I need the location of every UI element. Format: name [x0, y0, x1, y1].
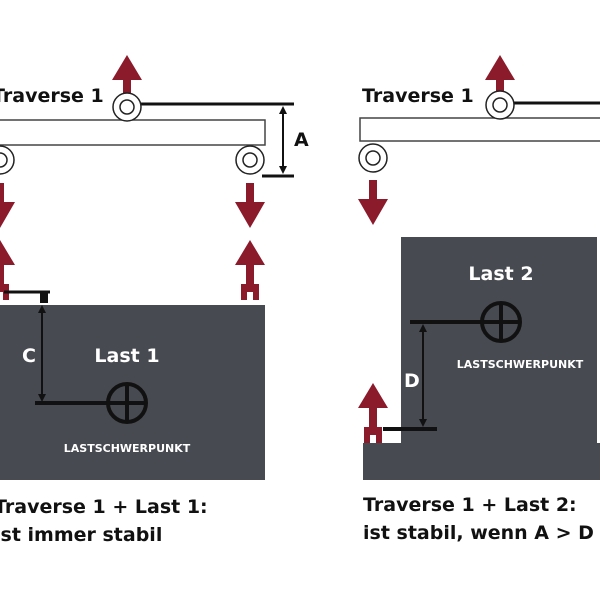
dimension-a-label: A [294, 129, 309, 151]
center-of-gravity-icon [106, 382, 148, 424]
load-2-base [363, 443, 600, 480]
left-scenario: A C Last 1 LASTSCHWERPUNKT Traverse 1 Tr… [0, 55, 309, 546]
load-1-label: Last 1 [94, 345, 159, 367]
center-of-gravity-icon [480, 301, 522, 343]
caption-line-1: Traverse 1 + Last 2: [363, 494, 577, 516]
hook-arrow [358, 383, 388, 443]
lift-force-arrow [112, 55, 142, 97]
traverse-beam [0, 119, 266, 146]
top-pulley [485, 90, 515, 120]
down-force-arrow [235, 183, 265, 228]
caption-line-2: ist stabil, wenn A > D [363, 522, 594, 544]
dimension-c-label: C [22, 345, 36, 367]
down-force-arrow [0, 183, 15, 228]
cog-label: LASTSCHWERPUNKT [64, 442, 191, 455]
pulley [358, 143, 388, 173]
traverse-label: Traverse 1 [0, 85, 104, 107]
traverse-beam [359, 117, 600, 142]
traverse-label: Traverse 1 [362, 85, 474, 107]
down-force-arrow [358, 180, 388, 225]
top-pulley [112, 92, 142, 122]
caption-line-2: ist immer stabil [0, 524, 162, 546]
caption-line-1: Traverse 1 + Last 1: [0, 496, 208, 518]
hook-arrow [235, 240, 265, 300]
load-2-label: Last 2 [468, 263, 533, 285]
right-scenario: D Last 2 LASTSCHWERPUNKT Traverse 1 Trav… [358, 55, 600, 544]
dimension-d-label: D [404, 370, 420, 392]
pulley [0, 145, 15, 175]
cog-label: LASTSCHWERPUNKT [457, 358, 584, 371]
pulley [235, 145, 265, 175]
